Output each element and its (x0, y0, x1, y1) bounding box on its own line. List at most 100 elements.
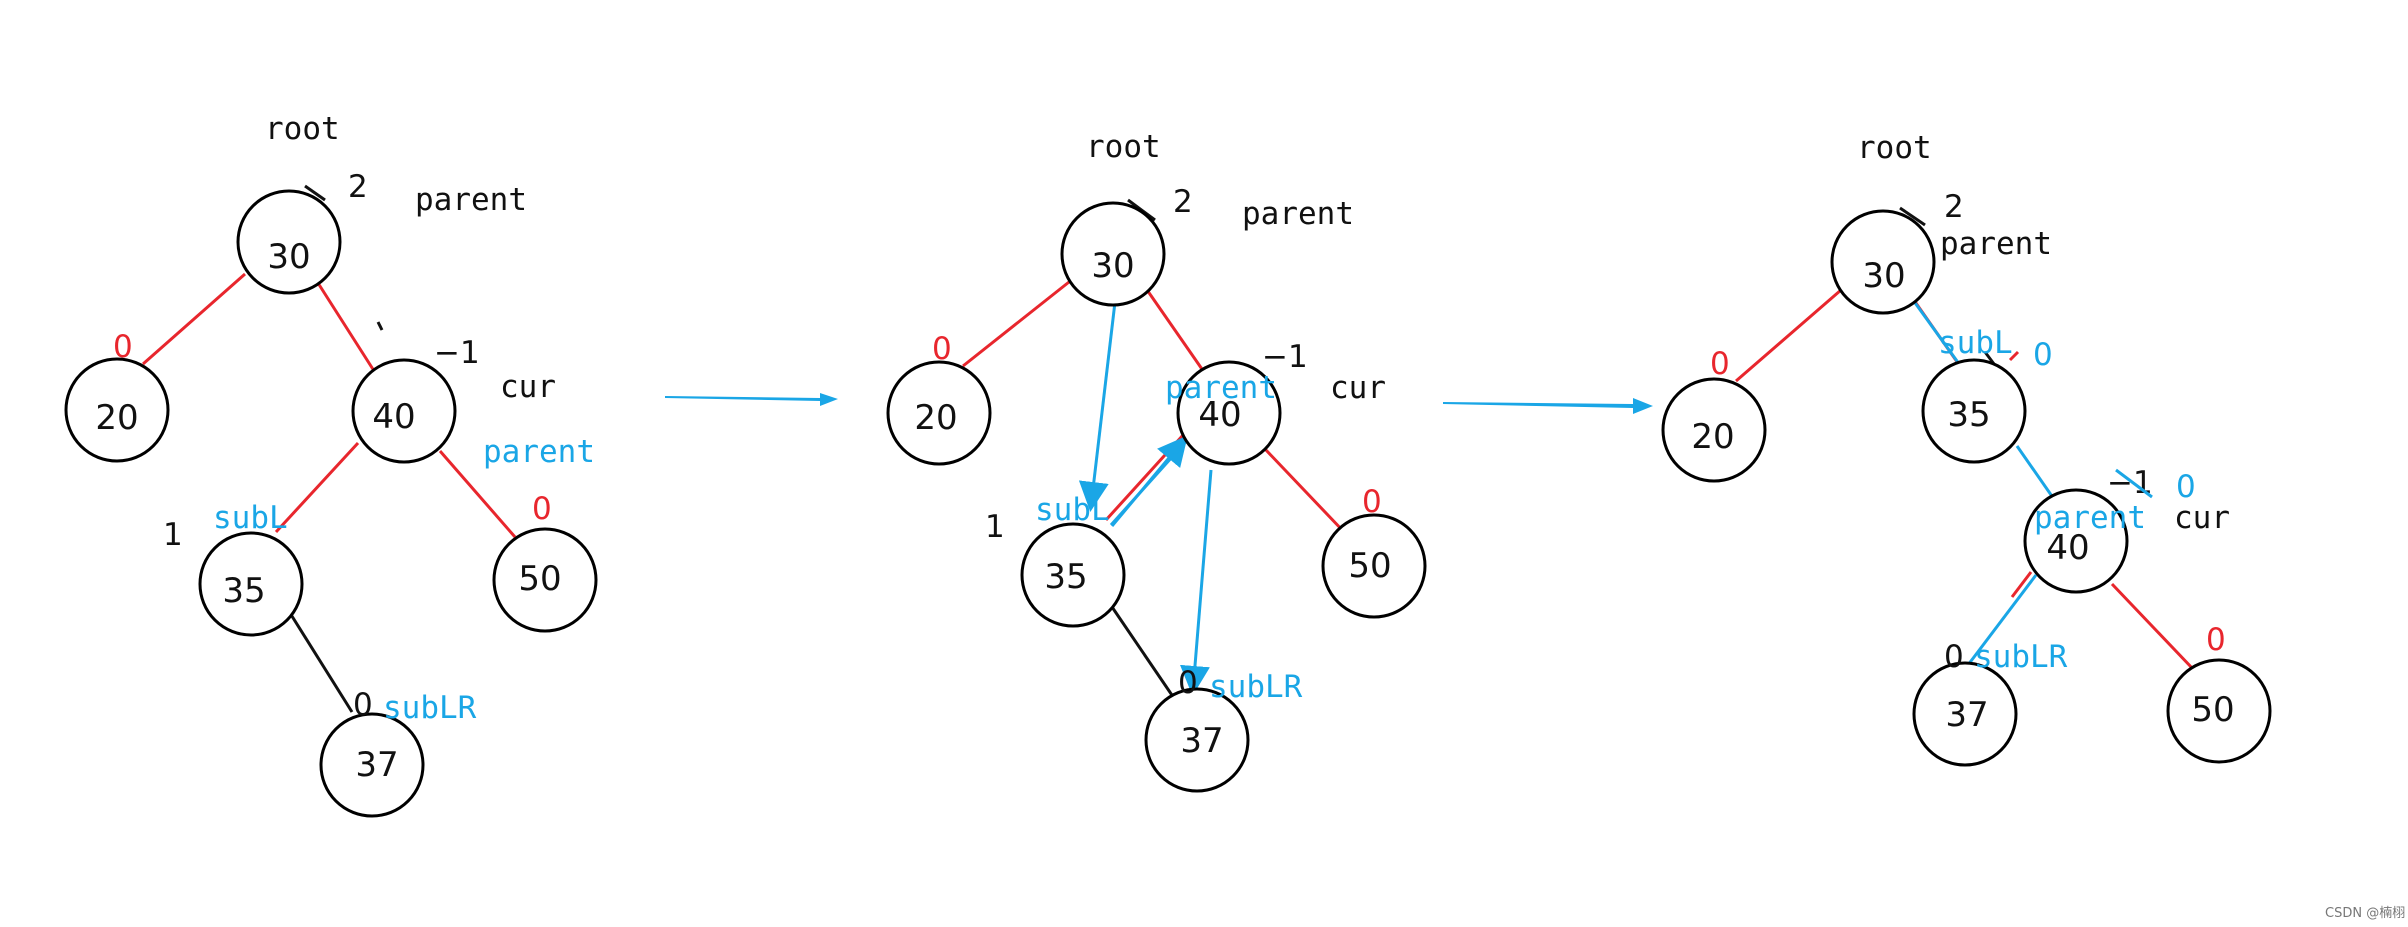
edge-30-40 (1143, 286, 1206, 373)
tree-node-30 (1060, 201, 1166, 307)
edge-40-35 (274, 441, 360, 534)
root-label: root (1857, 130, 1932, 166)
node-label: 35 (1044, 557, 1087, 597)
move-arrow-subLR (1180, 469, 1213, 696)
edge-35-40 (2015, 445, 2058, 503)
tree-node-37 (1144, 687, 1250, 793)
balance-20: 0 (1710, 346, 1730, 382)
balance-20: 0 (932, 331, 952, 367)
tree-node-35 (1921, 358, 2027, 464)
strike-mark (2008, 350, 2020, 362)
node-label: 35 (222, 571, 265, 611)
tree-node-35 (198, 531, 304, 637)
watermark: CSDN @楠栩 (2325, 906, 2405, 921)
balance-50: 0 (532, 491, 552, 527)
subL-label: subL (1035, 492, 1110, 528)
move-arrow-thin (1109, 435, 1192, 527)
tick-mark (304, 184, 326, 202)
balance-35: 1 (163, 517, 183, 553)
tree-node-35 (1020, 522, 1126, 628)
parent-label: parent (415, 182, 527, 218)
balance-37: 0 (1178, 665, 1198, 701)
balance-37: 0 (353, 687, 373, 723)
edge-40-50 (438, 450, 517, 538)
tree-node-20 (1661, 377, 1767, 483)
parent-label: parent (1940, 226, 2052, 262)
tick-mark (1899, 206, 1926, 227)
edge-40-50 (2110, 582, 2195, 671)
edge-40-37-red (2010, 571, 2033, 598)
node-label: 20 (1691, 417, 1734, 457)
node-label: 50 (518, 559, 561, 599)
node-label: 20 (95, 398, 138, 438)
node-label: 20 (914, 398, 957, 438)
tree-node-40 (2023, 488, 2129, 594)
node-label: 37 (355, 745, 398, 785)
edge-40-50 (1263, 447, 1347, 535)
cur-label: cur (1330, 370, 1386, 406)
edge-30-20 (1735, 288, 1842, 383)
strike-through (2115, 468, 2153, 499)
tick-mark (376, 321, 384, 331)
parent-label-blue: parent (483, 434, 595, 470)
tree-node-50 (492, 527, 598, 633)
tree-node-50 (1321, 513, 1427, 619)
transition-arrow-1 (665, 393, 838, 406)
tree-node-40 (1176, 360, 1282, 466)
balance-35: 1 (985, 509, 1005, 545)
edge-40-37 (1966, 574, 2038, 666)
node-label: 40 (1198, 395, 1241, 435)
subL-label: subL (213, 500, 288, 536)
move-arrow-subL (1078, 301, 1117, 512)
balance-35: 0 (2033, 337, 2053, 373)
balance-40: −1 (1262, 339, 1308, 375)
tree-node-20 (64, 357, 170, 463)
parent-label-blue: parent (2034, 500, 2146, 536)
parent-label-blue: parent (1165, 370, 1277, 406)
parent-label: parent (1242, 196, 1354, 232)
subL-label: subL (1938, 325, 2013, 361)
balance-40: −1 (434, 335, 480, 371)
balance-40-new: 0 (2176, 469, 2196, 505)
panel-2: 30 20 40 35 50 37 root 2 parent 0 −1 cur… (886, 129, 1427, 793)
tree-node-30 (236, 189, 342, 295)
edge-35-37 (288, 612, 354, 713)
balance-50: 0 (2206, 622, 2226, 658)
tree-node-37 (319, 712, 425, 818)
balance-50: 0 (1362, 484, 1382, 520)
node-label: 50 (2191, 690, 2234, 730)
edge-40-35 (1104, 432, 1186, 522)
root-label: root (1086, 129, 1161, 165)
transition-arrow-2 (1443, 398, 1653, 414)
balance-30: 2 (1944, 189, 1964, 225)
subLR-label: subLR (1974, 639, 2068, 675)
node-label: 30 (1862, 256, 1905, 296)
cur-label: cur (500, 369, 556, 405)
edge-30-20 (962, 280, 1070, 368)
node-label: 40 (2046, 528, 2089, 568)
edge-30-40 (316, 282, 378, 375)
edge-30-20 (142, 272, 246, 366)
tree-node-37 (1912, 661, 2018, 767)
tree-node-30 (1830, 209, 1936, 315)
tree-node-20 (886, 360, 992, 466)
node-label: 50 (1348, 546, 1391, 586)
balance-30: 2 (1173, 184, 1193, 220)
cur-label: cur (2174, 500, 2230, 536)
node-label: 30 (267, 237, 310, 277)
tree-node-50 (2166, 658, 2272, 764)
node-label: 37 (1180, 721, 1223, 761)
edge-30-35-blue (1911, 299, 1964, 369)
panel-1: 30 20 40 35 50 37 root 2 parent 0 −1 cur… (64, 111, 598, 818)
balance-40-old: −1 (2107, 465, 2153, 501)
node-label: 37 (1945, 695, 1988, 735)
balance-20: 0 (113, 329, 133, 365)
subLR-label: subLR (383, 690, 477, 726)
panel-3: 30 20 35 40 37 50 root 2 parent 0 subL 0… (1661, 130, 2272, 767)
node-label: 30 (1091, 246, 1134, 286)
balance-30: 2 (348, 169, 368, 205)
root-label: root (265, 111, 340, 147)
node-label: 40 (372, 397, 415, 437)
balance-37: 0 (1944, 639, 1964, 675)
